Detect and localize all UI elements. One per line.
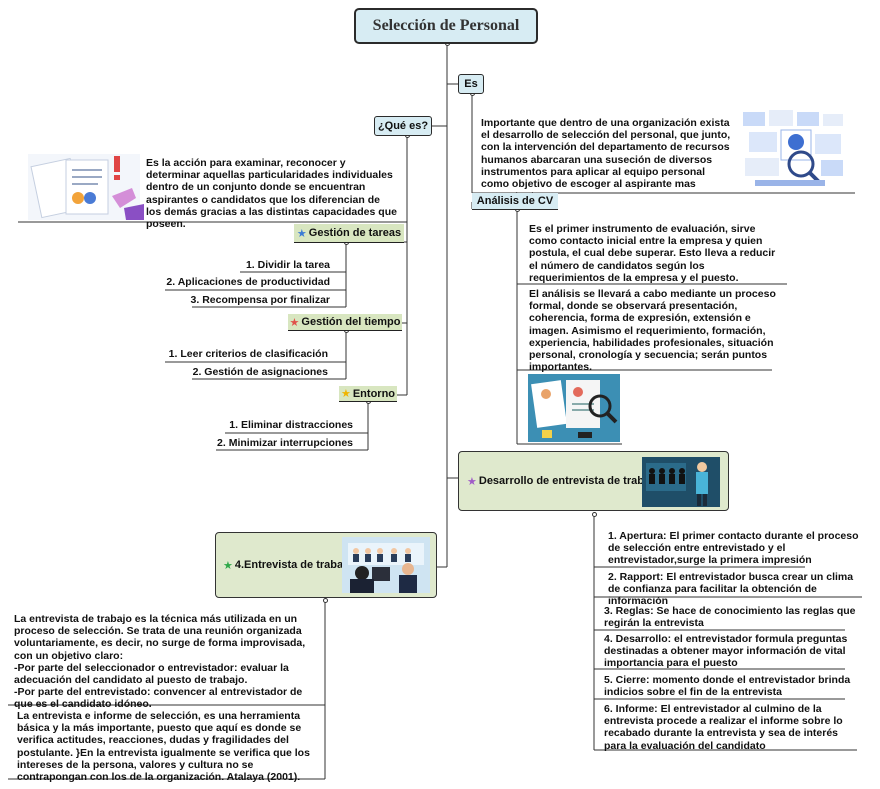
entorno-topic[interactable]: ★Entorno: [339, 386, 397, 402]
gestion-tareas-label: Gestión de tareas: [308, 227, 402, 239]
analisis-cv-topic[interactable]: Análisis de CV: [472, 193, 558, 210]
entrevista-text-1: La entrevista de trabajo es la técnica m…: [14, 613, 306, 711]
list-item: 1. Dividir la tarea: [245, 259, 330, 271]
entorno-label: Entorno: [352, 387, 396, 400]
entrevista-label: 4.Entrevista de trabajo: [234, 559, 353, 571]
analisis-cv-text-2: El análisis se llevará a cabo mediante u…: [529, 288, 776, 374]
documents-illustration: [28, 150, 146, 222]
desarrollo-item-4: 4. Desarrollo: el entrevistador formula …: [604, 633, 848, 670]
list-item: 2. Gestión de asignaciones: [192, 366, 328, 378]
list-item: 1. Leer criterios de clasificación: [168, 348, 328, 360]
star-icon: ★: [289, 316, 300, 329]
gestion-tiempo-label: Gestión del tiempo: [301, 316, 401, 328]
cv-illustration: [528, 374, 620, 442]
connector-dot: [323, 598, 328, 603]
star-icon: ★: [340, 388, 351, 400]
es-topic[interactable]: Es: [458, 74, 484, 94]
list-item: 1. Eliminar distracciones: [229, 419, 353, 431]
list-item: 2. Aplicaciones de productividad: [166, 276, 330, 288]
entrevista-text-2: La entrevista e informe de selección, es…: [17, 710, 310, 784]
desarrollo-item-6: 6. Informe: El entrevistador al culmino …: [604, 703, 843, 752]
star-icon: ★: [223, 559, 233, 572]
desarrollo-item-3: 3. Reglas: Se hace de conocimiento las r…: [604, 605, 856, 630]
root-topic[interactable]: Selección de Personal: [354, 8, 538, 44]
desarrollo-item-2: 2. Rapport: El entrevistador busca crear…: [608, 571, 854, 608]
interview-illustration: [342, 537, 430, 593]
list-item: 3. Recompensa por finalizar: [190, 294, 330, 306]
gestion-tiempo-topic[interactable]: ★Gestión del tiempo: [288, 314, 402, 331]
entrevista-topic[interactable]: ★ 4.Entrevista de trabajo: [215, 532, 437, 598]
es-text: Importante que dentro de una organizació…: [481, 117, 731, 202]
star-icon: ★: [467, 475, 477, 488]
gestion-tareas-topic[interactable]: ★Gestión de tareas: [294, 224, 404, 243]
que-es-text: Es la acción para examinar, reconocer y …: [146, 157, 397, 231]
connector-dot: [592, 512, 597, 517]
star-icon: ★: [296, 227, 307, 240]
desarrollo-item-5: 5. Cierre: momento donde el entrevistado…: [604, 674, 851, 699]
analisis-cv-text-1: Es el primer instrumento de evaluación, …: [529, 223, 776, 284]
list-item: 2. Minimizar interrupciones: [217, 437, 353, 449]
desarrollo-topic[interactable]: ★ Desarrollo de entrevista de trabajo: [458, 451, 729, 511]
presentation-illustration: [642, 457, 720, 507]
desarrollo-label: Desarrollo de entrevista de trabajo: [478, 475, 660, 487]
que-es-topic[interactable]: ¿Qué es?: [374, 116, 432, 136]
desarrollo-item-1: 1. Apertura: El primer contacto durante …: [608, 530, 859, 567]
dashboard-illustration: [735, 106, 850, 191]
